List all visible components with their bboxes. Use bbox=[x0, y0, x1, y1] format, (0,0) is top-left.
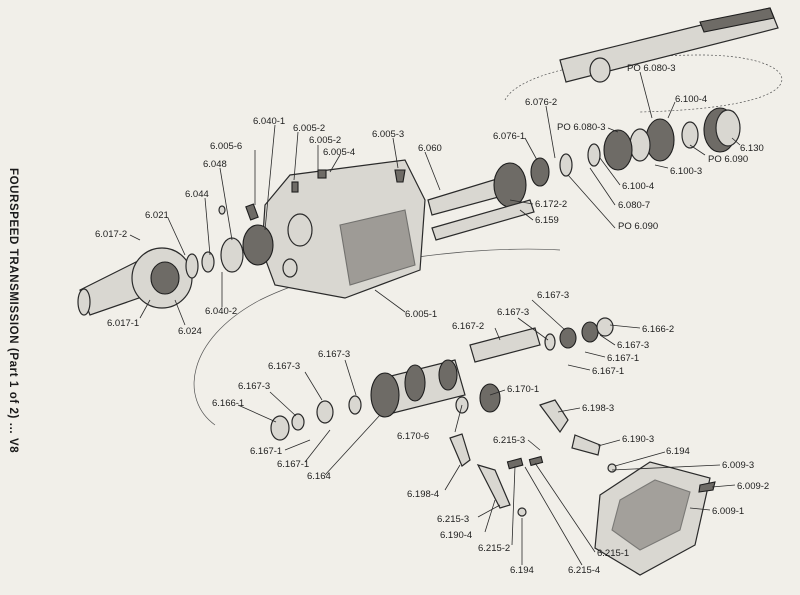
label-6-005-2b: 6.005-2 bbox=[309, 135, 341, 146]
label-6-170-1: 6.170-1 bbox=[507, 384, 539, 395]
synchro-group-upper bbox=[530, 107, 741, 187]
label-6-005-3: 6.005-3 bbox=[372, 129, 404, 140]
part-labels: 6.017-2 6.021 6.044 6.048 6.005-6 6.040-… bbox=[95, 63, 769, 576]
label-6-076-2: 6.076-2 bbox=[525, 97, 557, 108]
label-6-100-4a: 6.100-4 bbox=[675, 94, 707, 105]
label-6-017-2: 6.017-2 bbox=[95, 229, 127, 240]
label-6-198-4: 6.198-4 bbox=[407, 489, 439, 500]
label-6-130: 6.130 bbox=[740, 143, 764, 154]
label-po-6-080-3b: PO 6.080-3 bbox=[557, 122, 606, 133]
label-6-215-3b: 6.215-3 bbox=[437, 514, 469, 525]
label-po-6-090a: PO 6.090 bbox=[708, 154, 748, 165]
label-6-021: 6.021 bbox=[145, 210, 169, 221]
label-po-6-080-3a: PO 6.080-3 bbox=[627, 63, 676, 74]
label-6-167-3f: 6.167-3 bbox=[238, 381, 270, 392]
label-6-215-1: 6.215-1 bbox=[597, 548, 629, 559]
label-6-167-3e: 6.167-3 bbox=[268, 361, 300, 372]
label-6-166-1: 6.166-1 bbox=[212, 398, 244, 409]
label-6-167-3d: 6.167-3 bbox=[318, 349, 350, 360]
label-6-215-2: 6.215-2 bbox=[478, 543, 510, 554]
front-bearing-retainer bbox=[77, 205, 244, 316]
label-6-167-1c: 6.167-1 bbox=[250, 446, 282, 457]
label-6-167-1a: 6.167-1 bbox=[607, 353, 639, 364]
case-bolts bbox=[245, 169, 406, 221]
countershaft bbox=[469, 317, 614, 363]
label-6-215-4: 6.215-4 bbox=[568, 565, 600, 576]
label-6-198-3: 6.198-3 bbox=[582, 403, 614, 414]
label-6-009-1: 6.009-1 bbox=[712, 506, 744, 517]
transmission-case bbox=[242, 159, 426, 299]
label-6-167-1d: 6.167-1 bbox=[277, 459, 309, 470]
label-6-017-1: 6.017-1 bbox=[107, 318, 139, 329]
label-6-009-3: 6.009-3 bbox=[722, 460, 754, 471]
lower-assembly-boundary bbox=[193, 248, 561, 426]
label-6-100-4b: 6.100-4 bbox=[622, 181, 654, 192]
label-6-190-4: 6.190-4 bbox=[440, 530, 472, 541]
label-6-040-2: 6.040-2 bbox=[205, 306, 237, 317]
label-6-190-3: 6.190-3 bbox=[622, 434, 654, 445]
label-6-024: 6.024 bbox=[178, 326, 202, 337]
label-6-167-3b: 6.167-3 bbox=[497, 307, 529, 318]
label-6-166-2: 6.166-2 bbox=[642, 324, 674, 335]
label-6-215-3a: 6.215-3 bbox=[493, 435, 525, 446]
label-6-159: 6.159 bbox=[535, 215, 559, 226]
label-6-167-3a: 6.167-3 bbox=[537, 290, 569, 301]
label-6-100-3: 6.100-3 bbox=[670, 166, 702, 177]
label-6-005-6: 6.005-6 bbox=[210, 141, 242, 152]
label-6-170-6: 6.170-6 bbox=[397, 431, 429, 442]
side-title: FOURSPEED TRANSMISSION (Part 1 of 2) ...… bbox=[7, 168, 19, 453]
label-6-172-2: 6.172-2 bbox=[535, 199, 567, 210]
label-6-194a: 6.194 bbox=[666, 446, 690, 457]
label-6-009-2: 6.009-2 bbox=[737, 481, 769, 492]
mainshaft bbox=[559, 7, 779, 83]
label-po-6-090b: PO 6.090 bbox=[618, 221, 658, 232]
label-6-076-1: 6.076-1 bbox=[493, 131, 525, 142]
shift-forks bbox=[449, 399, 617, 517]
label-6-060: 6.060 bbox=[418, 143, 442, 154]
label-6-167-3c: 6.167-3 bbox=[617, 340, 649, 351]
cluster-gear bbox=[270, 359, 501, 441]
input-shaft bbox=[427, 162, 535, 241]
side-cover bbox=[594, 461, 716, 576]
label-6-005-4: 6.005-4 bbox=[323, 147, 355, 158]
label-6-167-2: 6.167-2 bbox=[452, 321, 484, 332]
label-6-167-1b: 6.167-1 bbox=[592, 366, 624, 377]
label-6-040-1: 6.040-1 bbox=[253, 116, 285, 127]
leader-lines bbox=[129, 71, 741, 566]
label-6-194b: 6.194 bbox=[510, 565, 534, 576]
label-6-005-2a: 6.005-2 bbox=[293, 123, 325, 134]
label-6-164: 6.164 bbox=[307, 471, 331, 482]
label-6-048: 6.048 bbox=[203, 159, 227, 170]
label-6-080-7: 6.080-7 bbox=[618, 200, 650, 211]
label-6-005-1: 6.005-1 bbox=[405, 309, 437, 320]
label-6-044: 6.044 bbox=[185, 189, 209, 200]
